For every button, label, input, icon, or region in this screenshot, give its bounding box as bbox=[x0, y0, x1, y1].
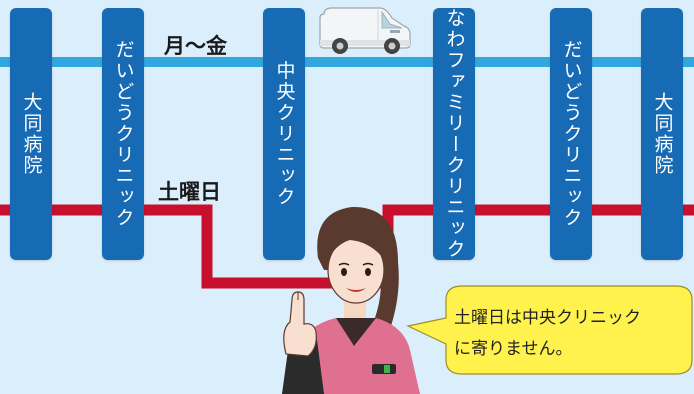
stop-daido-clinic-west: だいどうクリニック bbox=[102, 8, 144, 260]
stop-nawa-family-clinic: なわファミリークリニック bbox=[433, 8, 475, 260]
stop-label: 大同病院 bbox=[651, 92, 674, 176]
speech-bubble-text: 土曜日は中央クリニック に寄りません。 bbox=[454, 303, 690, 365]
stop-chuo-clinic: 中央クリニック bbox=[263, 8, 305, 260]
stop-label: だいどうクリニック bbox=[112, 39, 135, 229]
stop-label: 大同病院 bbox=[20, 92, 43, 176]
stop-daido-hospital-west: 大同病院 bbox=[10, 8, 52, 260]
stop-label: だいどうクリニック bbox=[560, 39, 583, 229]
weekday-route-label: 月〜金 bbox=[164, 34, 227, 58]
saturday-route-label: 土曜日 bbox=[158, 180, 221, 204]
speech-bubble bbox=[406, 285, 693, 375]
nurse-illustration bbox=[282, 206, 420, 394]
stop-label: なわファミリークリニック bbox=[443, 8, 466, 260]
stop-daido-hospital-east: 大同病院 bbox=[641, 8, 683, 260]
stop-label: 中央クリニック bbox=[273, 60, 296, 208]
stop-daido-clinic-east: だいどうクリニック bbox=[550, 8, 592, 260]
speech-bubble-line-2: に寄りません。 bbox=[454, 339, 573, 359]
van-icon bbox=[319, 7, 411, 54]
speech-bubble-line-1: 土曜日は中央クリニック bbox=[454, 308, 641, 328]
